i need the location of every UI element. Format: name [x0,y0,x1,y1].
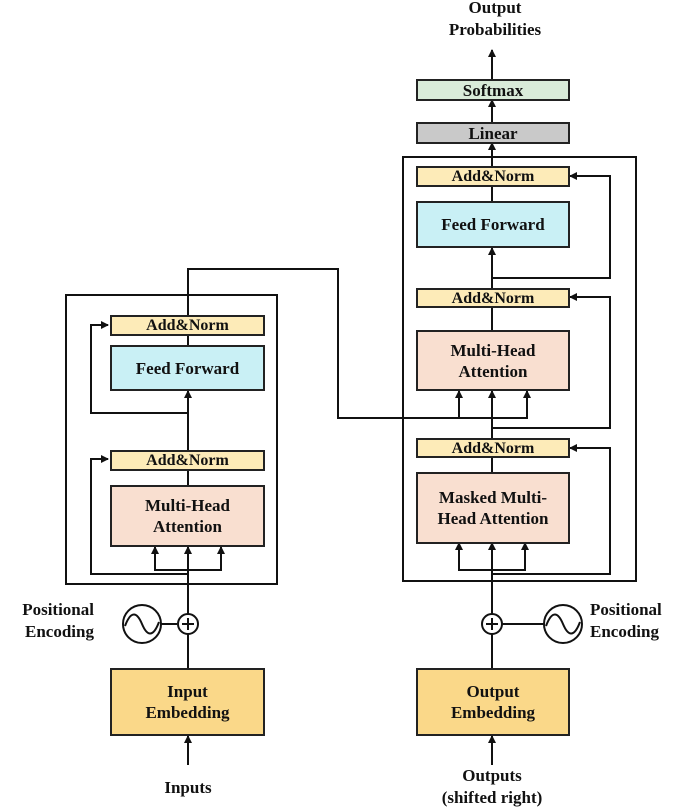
encoder-mha-line2: Attention [153,517,222,536]
right-pe-line1: Positional [590,600,662,619]
output-embedding-line2: Embedding [450,703,536,722]
output-probabilities-label: Output Probabilities [420,0,570,41]
masked-mha-line1: Masked Multi- [438,488,548,507]
encoder-mha-line1: Multi-Head [145,496,230,515]
decoder-masked-multi-head-attention: Masked Multi- Head Attention [416,472,570,544]
encoder-frame [65,294,278,585]
output-label-line2: Probabilities [448,20,542,39]
decoder-frame [402,156,637,582]
decoder-addnorm-1: Add&Norm [416,438,570,458]
masked-mha-line2: Head Attention [437,509,549,528]
decoder-multi-head-attention: Multi-Head Attention [416,330,570,391]
softmax-box: Softmax [416,79,570,101]
right-pe-line2: Encoding [590,622,659,641]
decoder-addnorm-2: Add&Norm [416,288,570,308]
outputs-shifted-right-label: Outputs (shifted right) [412,765,572,809]
outputs-line2: (shifted right) [441,788,543,807]
decoder-addnorm-3: Add&Norm [416,166,570,187]
decoder-feed-forward: Feed Forward [416,201,570,248]
linear-box: Linear [416,122,570,144]
right-positional-encoding-label: Positional Encoding [590,599,685,643]
inputs-label: Inputs [164,778,212,797]
decoder-mha-line1: Multi-Head [450,340,536,360]
output-label-line1: Output [468,0,522,17]
outputs-line1: Outputs [462,766,522,785]
left-pe-line1: Positional [22,600,94,619]
output-embedding-box: Output Embedding [416,668,570,736]
input-embedding-line1: Input [167,682,208,701]
output-embedding-line1: Output [466,682,520,701]
left-pe-line2: Encoding [25,622,94,641]
input-embedding-line2: Embedding [145,703,230,722]
encoder-addnorm-1: Add&Norm [110,450,265,471]
input-embedding-box: Input Embedding [110,668,265,736]
encoder-multi-head-attention: Multi-Head Attention [110,485,265,547]
decoder-mha-line2: Attention [458,361,528,381]
encoder-addnorm-2: Add&Norm [110,315,265,336]
encoder-feed-forward: Feed Forward [110,345,265,391]
left-positional-encoding-label: Positional Encoding [2,599,94,643]
